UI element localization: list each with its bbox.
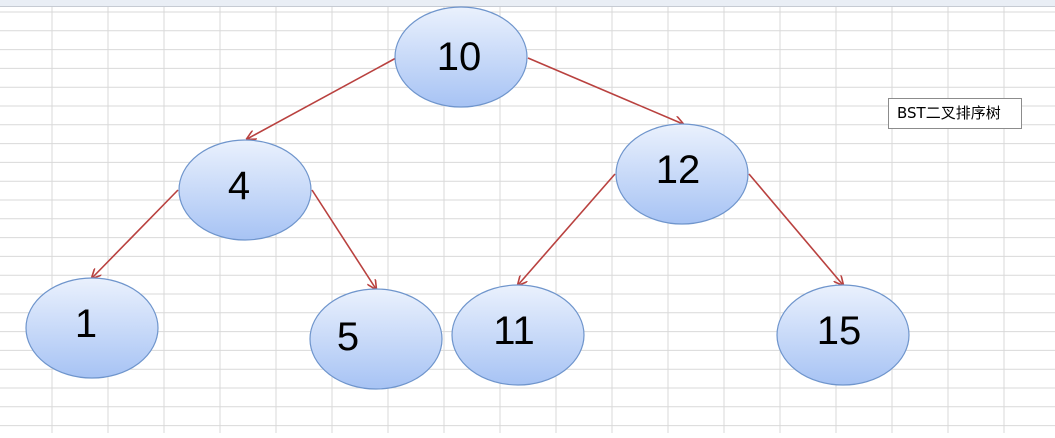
node-label: 10 xyxy=(437,35,482,79)
node-ellipse xyxy=(776,284,910,386)
edge-n10-n4 xyxy=(247,57,397,139)
node-label: 4 xyxy=(228,164,250,208)
node-ellipse xyxy=(178,139,312,241)
tree-node-12: 12 xyxy=(615,123,749,225)
edge-n12-n15 xyxy=(748,173,843,285)
node-ellipse xyxy=(309,288,443,390)
edge-n4-n5 xyxy=(311,189,376,289)
tree-node-1: 1 xyxy=(25,277,159,379)
edge-n10-n12 xyxy=(527,57,683,124)
node-ellipse xyxy=(394,6,528,108)
tree-node-10: 10 xyxy=(394,6,528,108)
node-label: 1 xyxy=(75,302,97,346)
node-label: 5 xyxy=(337,315,359,359)
tree-node-11: 11 xyxy=(451,284,585,386)
tree-node-4: 4 xyxy=(178,139,312,241)
node-label: 12 xyxy=(656,148,701,192)
node-ellipse xyxy=(25,277,159,379)
node-label: 11 xyxy=(493,309,535,353)
column-header-strip xyxy=(0,0,1055,7)
node-ellipse xyxy=(615,123,749,225)
node-label: 15 xyxy=(817,309,862,353)
tree-node-5: 5 xyxy=(309,288,443,390)
edge-n12-n11 xyxy=(518,173,616,285)
tree-node-15: 15 xyxy=(776,284,910,386)
diagram-caption-box: BST二叉排序树 xyxy=(888,98,1022,129)
node-ellipse xyxy=(451,284,585,386)
edge-n4-n1 xyxy=(92,189,179,278)
